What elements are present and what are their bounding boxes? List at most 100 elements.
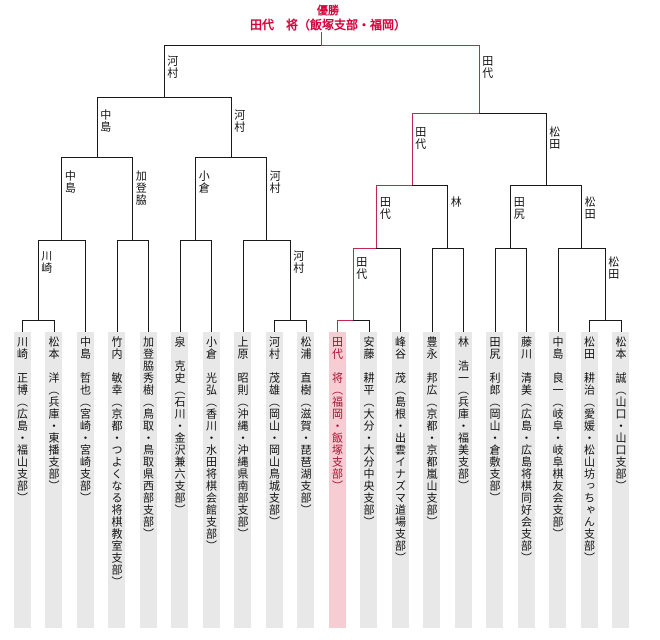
player-column: 松田 耕治（愛媛・松山坊っちゃん支部） bbox=[580, 332, 598, 628]
player-column: 加登脇秀樹（鳥取・鳥取県西部支部） bbox=[139, 332, 157, 628]
bracket-line bbox=[447, 185, 449, 248]
bracket-line bbox=[116, 240, 148, 241]
bracket-line bbox=[163, 45, 165, 97]
bracket-line-winner-path bbox=[478, 45, 480, 113]
player-name: 中島 哲也（宮崎・宮崎支部） bbox=[78, 336, 92, 504]
bracket-line bbox=[242, 240, 244, 332]
bracket-line bbox=[61, 157, 63, 240]
advancer-label: 田代 bbox=[413, 126, 427, 150]
player-name: 藤川 清美（広島・広島将棋同好会支部） bbox=[519, 336, 533, 564]
bracket-line bbox=[494, 248, 526, 249]
advancer-label: 中島 bbox=[98, 109, 112, 133]
player-column: 安藤 耕平（大分・大分中央支部） bbox=[360, 332, 377, 628]
player-column: 松浦 直樹（滋賀・琵琶湖支部） bbox=[297, 332, 314, 628]
player-name: 安藤 耕平（大分・大分中央支部） bbox=[362, 336, 375, 528]
bracket-line bbox=[352, 320, 369, 321]
bracket-line bbox=[510, 185, 582, 186]
bracket-line bbox=[400, 248, 401, 332]
bracket-line bbox=[37, 240, 39, 320]
bracket-line-winner-path bbox=[337, 320, 338, 332]
bracket-line bbox=[545, 113, 547, 185]
player-name: 松田 耕治（愛媛・松山坊っちゃん支部） bbox=[582, 336, 596, 564]
bracket-line bbox=[96, 97, 231, 98]
player-name: 泉 克史（石川・金沢兼六支部） bbox=[173, 336, 186, 516]
player-column: 河村 茂雄（岡山・岡山鳥城支部） bbox=[265, 332, 283, 628]
player-column: 竹内 敏幸（京都・つよくなる将棋教室支部） bbox=[108, 332, 125, 628]
bracket-line bbox=[305, 320, 307, 332]
bracket-line-winner-path bbox=[321, 32, 323, 45]
player-column: 豊永 邦広（京都・京都嵐山支部） bbox=[423, 332, 440, 628]
player-column: 泉 克史（石川・金沢兼六支部） bbox=[171, 332, 188, 628]
bracket-line bbox=[96, 97, 98, 157]
champion-label: 優勝 bbox=[317, 4, 339, 17]
player-column: 上原 昭則（沖縄・沖縄県南部支部） bbox=[234, 332, 251, 628]
player-name: 松本 洋（兵庫・東播支部） bbox=[47, 336, 60, 492]
bracket-line bbox=[376, 248, 400, 249]
bracket-line bbox=[230, 97, 232, 157]
bracket-line bbox=[179, 240, 211, 241]
bracket-line bbox=[22, 320, 23, 332]
bracket-line-winner-path bbox=[337, 320, 353, 321]
bracket-line-winner-path bbox=[352, 248, 354, 320]
advancer-label: 加登脇 bbox=[134, 170, 148, 206]
advancer-label: 河村 bbox=[232, 109, 246, 133]
advancer-label: 田代 bbox=[378, 196, 392, 220]
player-name: 河村 茂雄（岡山・岡山鳥城支部） bbox=[267, 336, 281, 528]
bracket-line bbox=[557, 248, 559, 332]
advancer-label: 河村 bbox=[268, 170, 282, 194]
bracket-line bbox=[463, 248, 464, 332]
advancer-label: 河村 bbox=[165, 55, 179, 79]
bracket-line bbox=[61, 157, 133, 158]
bracket-line bbox=[620, 320, 622, 332]
bracket-line bbox=[289, 240, 291, 320]
player-column: 中島 哲也（宮崎・宮崎支部） bbox=[76, 332, 94, 628]
player-column: 松本 誠（山口・山口支部） bbox=[612, 332, 629, 628]
bracket-line bbox=[478, 113, 546, 114]
player-column: 田尻 利郎（岡山・倉敷支部） bbox=[486, 332, 503, 628]
advancer-label: 田代 bbox=[354, 256, 368, 280]
bracket-line bbox=[274, 320, 306, 321]
advancer-label: 林 bbox=[449, 196, 463, 208]
bracket-line bbox=[211, 240, 212, 332]
player-name: 中島 良一（岐阜・岐阜棋友会支部） bbox=[551, 336, 564, 540]
bracket-line-winner-path bbox=[376, 185, 412, 186]
player-column: 田代 将（福岡・飯塚支部） bbox=[328, 332, 346, 628]
bracket-line bbox=[411, 185, 448, 186]
bracket-line bbox=[179, 240, 181, 332]
bracket-line bbox=[148, 240, 149, 332]
player-name: 小倉 光弘（香川・水田将棋会館支部） bbox=[204, 336, 218, 552]
bracket-line bbox=[163, 45, 322, 46]
advancer-label: 河村 bbox=[291, 250, 305, 274]
bracket-line bbox=[589, 320, 590, 332]
player-name: 上原 昭則（沖縄・沖縄県南部支部） bbox=[236, 336, 249, 540]
player-column: 川崎 正博（広島・福山支部） bbox=[13, 332, 31, 628]
player-column: 林 浩一（兵庫・福美支部） bbox=[454, 332, 472, 628]
advancer-label: 川崎 bbox=[39, 250, 53, 274]
bracket-line-winner-path bbox=[411, 113, 413, 185]
player-name: 豊永 邦広（京都・京都嵐山支部） bbox=[425, 336, 438, 528]
player-column: 中島 良一（岐阜・岐阜棋友会支部） bbox=[549, 332, 566, 628]
bracket-line bbox=[431, 248, 463, 249]
bracket-line bbox=[557, 248, 605, 249]
bracket-line bbox=[431, 248, 433, 332]
bracket-line bbox=[195, 157, 267, 158]
player-column: 小倉 光弘（香川・水田将棋会館支部） bbox=[202, 332, 220, 628]
bracket-line bbox=[37, 240, 85, 241]
bracket-line bbox=[526, 248, 527, 332]
bracket-line bbox=[132, 157, 134, 240]
bracket-line bbox=[85, 240, 86, 332]
bracket-line-winner-path bbox=[411, 113, 479, 114]
bracket-line bbox=[510, 185, 512, 248]
bracket-line bbox=[266, 157, 268, 240]
bracket-line-winner-path bbox=[352, 248, 377, 249]
player-name: 竹内 敏幸（京都・つよくなる将棋教室支部） bbox=[110, 336, 123, 588]
player-column: 松本 洋（兵庫・東播支部） bbox=[45, 332, 62, 628]
bracket-line bbox=[368, 320, 370, 332]
player-name: 松浦 直樹（滋賀・琵琶湖支部） bbox=[299, 336, 312, 516]
advancer-label: 小倉 bbox=[197, 170, 211, 194]
advancer-label: 松田 bbox=[547, 126, 561, 150]
advancer-label: 田代 bbox=[480, 55, 494, 79]
bracket-line bbox=[53, 320, 55, 332]
player-name: 川崎 正博（広島・福山支部） bbox=[15, 336, 29, 504]
